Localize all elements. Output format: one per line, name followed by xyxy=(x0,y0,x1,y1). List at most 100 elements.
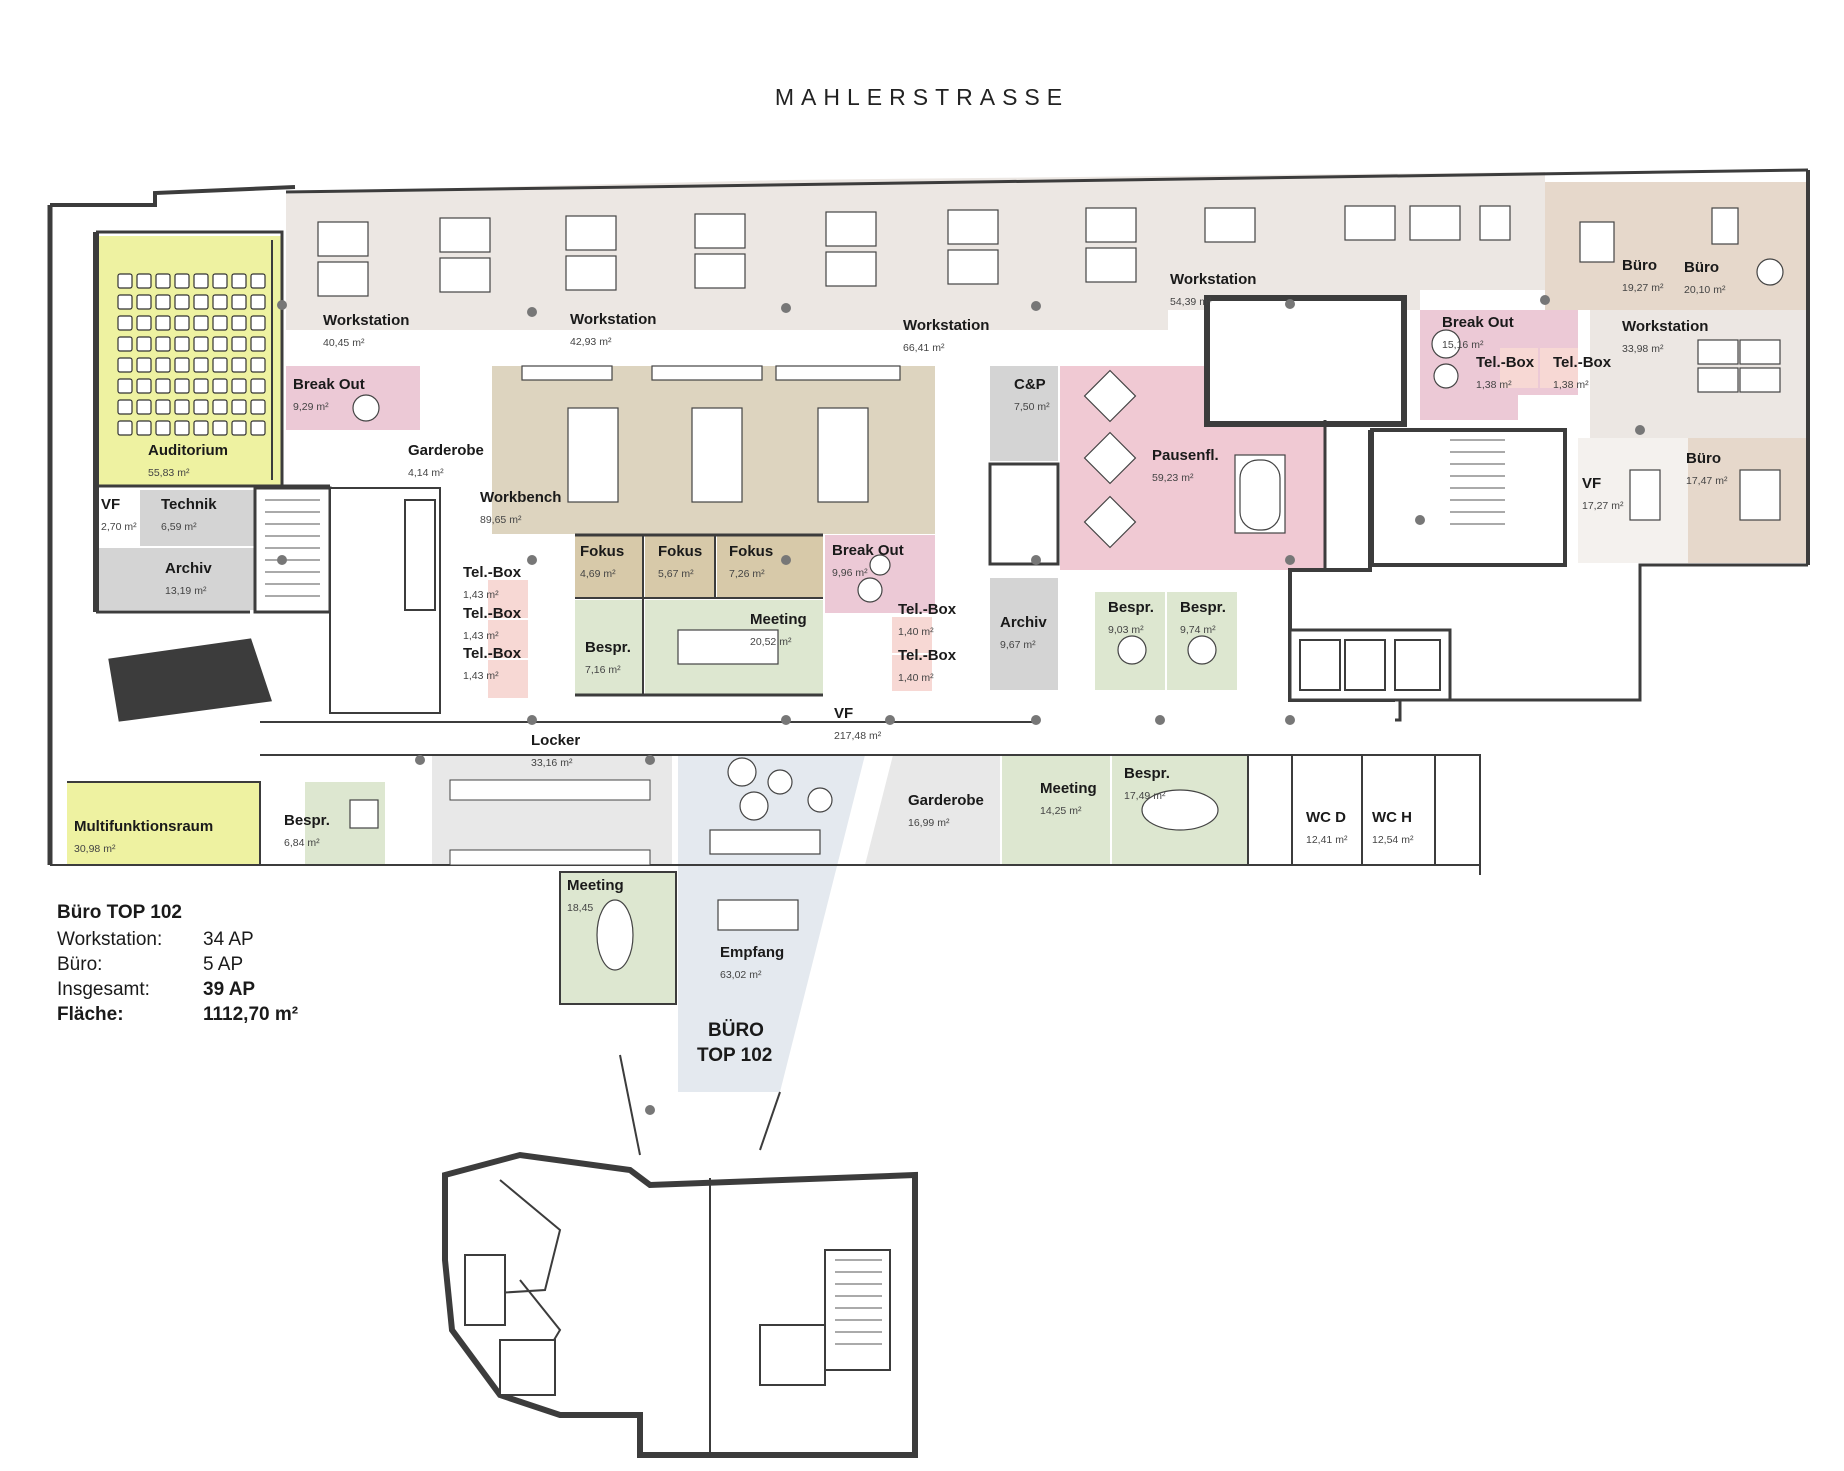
room-area-garderobe1: 4,14 m² xyxy=(408,467,444,479)
room-area-buero2: 20,10 m² xyxy=(1684,284,1726,296)
room-area-ws4: 54,39 m² xyxy=(1170,296,1212,308)
room-name-wcd: WC D xyxy=(1306,809,1346,826)
cp-zone[interactable] xyxy=(990,366,1058,461)
telbox-zone-6[interactable] xyxy=(892,617,932,653)
auditorium-seat xyxy=(174,420,190,436)
auditorium-seat xyxy=(155,357,171,373)
auditorium-seat xyxy=(136,420,152,436)
floor-summary: Büro TOP 102 Workstation: 34 AP Büro: 5 … xyxy=(57,900,298,1027)
auditorium-seat xyxy=(117,273,133,289)
telbox-zone-7[interactable] xyxy=(892,655,932,691)
auditorium-seat xyxy=(136,357,152,373)
telbox-zone-5[interactable] xyxy=(488,660,528,698)
structural-column xyxy=(1285,555,1295,565)
lounge-furniture xyxy=(352,258,1784,821)
room-area-telbox4: 1,43 m² xyxy=(463,630,499,642)
auditorium-seat xyxy=(231,273,247,289)
multifunktionsraum-zone[interactable] xyxy=(67,782,260,865)
office-room-2[interactable] xyxy=(1675,182,1807,310)
room-name-fokus2: Fokus xyxy=(658,543,702,560)
structural-column xyxy=(1540,295,1550,305)
structural-column xyxy=(1031,301,1041,311)
room-area-telbox7: 1,40 m² xyxy=(898,672,934,684)
room-name-ws5: Workstation xyxy=(1622,318,1708,335)
auditorium-seat xyxy=(117,294,133,310)
garderobe-zone-2[interactable] xyxy=(865,755,1000,865)
room-name-locker: Locker xyxy=(531,732,580,749)
room-name-breakout3: Break Out xyxy=(832,542,904,559)
auditorium-seat xyxy=(193,294,209,310)
summary-row: Workstation: 34 AP xyxy=(57,927,298,952)
room-area-meeting1: 20,52 m² xyxy=(750,636,792,648)
technik-zone[interactable] xyxy=(140,490,255,546)
auditorium-seat xyxy=(155,336,171,352)
auditorium-seat xyxy=(155,378,171,394)
structural-column xyxy=(1155,715,1165,725)
breakout-zone-2[interactable] xyxy=(1420,310,1578,420)
unit-label-line1: BÜRO xyxy=(708,1020,764,1041)
fokus-zone-3[interactable] xyxy=(717,535,823,597)
auditorium-seat xyxy=(193,336,209,352)
auditorium-seat xyxy=(117,378,133,394)
room-area-multi: 30,98 m² xyxy=(74,843,116,855)
room-name-vf3: VF xyxy=(834,705,853,722)
room-area-breakout1: 9,29 m² xyxy=(293,401,329,413)
meeting-zone-2[interactable] xyxy=(1002,755,1110,865)
room-area-meeting2: 14,25 m² xyxy=(1040,805,1082,817)
structural-column xyxy=(781,303,791,313)
structural-column xyxy=(1031,555,1041,565)
walls xyxy=(47,168,1810,1458)
room-name-fokus1: Fokus xyxy=(580,543,624,560)
telbox-zone-2[interactable] xyxy=(1540,348,1578,388)
room-name-telbox3: Tel.-Box xyxy=(463,564,522,581)
auditorium-seat xyxy=(155,420,171,436)
auditorium-seat xyxy=(136,294,152,310)
structural-column xyxy=(781,555,791,565)
room-area-pausenfl: 59,23 m² xyxy=(1152,472,1194,484)
room-area-breakout2: 15,16 m² xyxy=(1442,339,1484,351)
room-name-archiv1: Archiv xyxy=(165,560,212,577)
room-area-ws2: 42,93 m² xyxy=(570,336,612,348)
auditorium-seat xyxy=(174,273,190,289)
auditorium-seat xyxy=(250,336,266,352)
telbox-zone-3[interactable] xyxy=(488,580,528,618)
auditorium-seat xyxy=(117,315,133,331)
telbox-zone-1[interactable] xyxy=(1500,348,1538,388)
room-area-ws3: 66,41 m² xyxy=(903,342,945,354)
workstation-zone-2[interactable] xyxy=(532,180,786,330)
summary-value: 5 AP xyxy=(203,954,244,975)
workstation-zone-1[interactable] xyxy=(286,186,532,330)
room-area-telbox6: 1,40 m² xyxy=(898,626,934,638)
structural-column xyxy=(1285,299,1295,309)
auditorium-seat xyxy=(117,420,133,436)
room-name-ws4: Workstation xyxy=(1170,271,1256,288)
room-name-meeting2: Meeting xyxy=(1040,780,1097,797)
auditorium-seat xyxy=(174,336,190,352)
room-name-meeting3: Meeting xyxy=(567,877,624,894)
room-name-bespr5: Bespr. xyxy=(1124,765,1170,782)
room-name-multi: Multifunktionsraum xyxy=(74,818,213,835)
room-area-vf3: 217,48 m² xyxy=(834,730,882,742)
room-area-fokus3: 7,26 m² xyxy=(729,568,765,580)
room-area-cp: 7,50 m² xyxy=(1014,401,1050,413)
street-name: MAHLERSTRASSE xyxy=(774,84,1070,110)
telbox-zone-4[interactable] xyxy=(488,620,528,658)
room-area-ws1: 40,45 m² xyxy=(323,337,365,349)
structural-column xyxy=(885,715,895,725)
auditorium-seat xyxy=(117,399,133,415)
fokus-zone-2[interactable] xyxy=(645,535,715,597)
archiv-zone-2[interactable] xyxy=(990,578,1058,690)
auditorium-seat xyxy=(136,315,152,331)
breakout-zone-1[interactable] xyxy=(286,366,420,430)
auditorium-seat xyxy=(250,273,266,289)
room-name-wch: WC H xyxy=(1372,809,1412,826)
archiv-zone-1[interactable] xyxy=(98,548,255,610)
room-area-vf2: 17,27 m² xyxy=(1582,500,1624,512)
locker-zone[interactable] xyxy=(432,755,672,865)
fokus-zone-1[interactable] xyxy=(575,535,643,597)
bespr-zone-1[interactable] xyxy=(575,600,643,695)
summary-row: Insgesamt: 39 AP xyxy=(57,977,298,1002)
room-name-ws2: Workstation xyxy=(570,311,656,328)
room-name-telbox6: Tel.-Box xyxy=(898,601,957,618)
